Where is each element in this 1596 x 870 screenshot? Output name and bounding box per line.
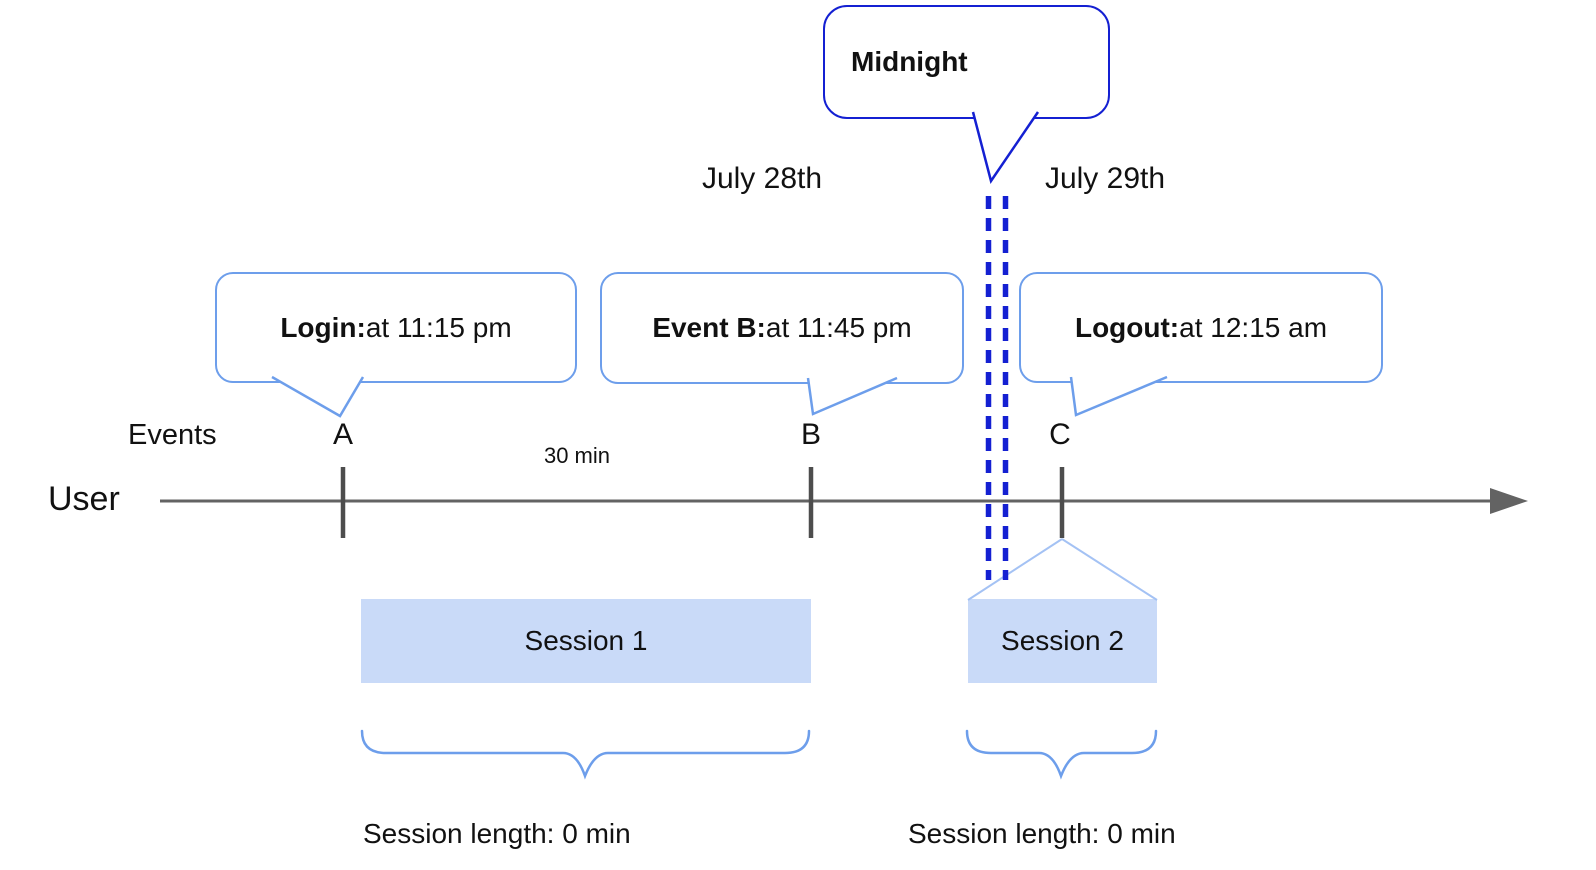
logout-callout-title: Logout: xyxy=(1074,311,1180,343)
session-1-brace-icon xyxy=(360,729,811,780)
events-axis-label: Events xyxy=(128,419,217,451)
timeline-arrowhead-icon xyxy=(1490,488,1528,514)
session-2-brace-icon xyxy=(965,729,1158,780)
logout-callout-detail: at 12:15 am xyxy=(1179,311,1328,343)
event-marker-a: A xyxy=(332,418,354,451)
date-label-july-28: July 28th xyxy=(701,162,823,195)
session-1-length-label: Session length: 0 min xyxy=(363,818,631,849)
interval-label-30min: 30 min xyxy=(543,443,611,468)
logout-callout-bubble: Logout: at 12:15 am xyxy=(1019,272,1383,383)
user-axis-label: User xyxy=(48,480,120,518)
midnight-label: Midnight xyxy=(851,46,968,77)
login-callout-bubble: Login: at 11:15 pm xyxy=(215,272,577,383)
session-1-bar: Session 1 xyxy=(361,599,811,683)
midnight-callout-tail xyxy=(971,111,1040,184)
session-2-connector-right xyxy=(1061,538,1158,601)
session-2-length-label: Session length: 0 min xyxy=(908,818,1176,849)
login-callout-title: Login: xyxy=(280,311,366,343)
event-b-callout-title: Event B: xyxy=(652,312,766,343)
midnight-callout-bubble: Midnight xyxy=(823,5,1110,119)
event-marker-b: B xyxy=(800,418,822,451)
session-1-label: Session 1 xyxy=(524,625,648,656)
date-label-july-29: July 29th xyxy=(1044,162,1166,195)
session-2-connector-left xyxy=(967,538,1063,601)
session-2-bar: Session 2 xyxy=(968,599,1157,683)
session-2-label: Session 2 xyxy=(1001,625,1124,656)
event-b-callout-detail: at 11:45 pm xyxy=(765,312,912,343)
event-b-callout-bubble: Event B: at 11:45 pm xyxy=(600,272,964,384)
event-marker-c: C xyxy=(1049,418,1071,451)
login-callout-detail: at 11:15 pm xyxy=(365,311,512,343)
